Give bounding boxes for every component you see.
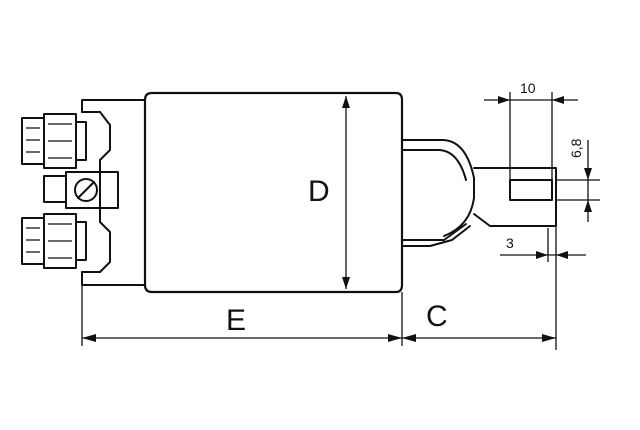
slot-width-dimension [484,96,578,104]
slot-height-label: 6,8 [568,138,584,158]
diameter-dimension [342,96,350,289]
lower-terminal-nut [21,213,87,269]
bottom-dimension-line [82,334,556,342]
upper-terminal-nut [21,113,87,169]
extension-lines [81,92,600,350]
solenoid-body [143,91,404,294]
terminal-block [81,99,146,286]
wall-dimension [500,251,586,259]
slot-width-label: 10 [520,80,536,96]
plunger [401,139,557,247]
small-terminal [43,171,119,209]
diameter-label: D [308,175,330,208]
wall-label: 3 [506,235,514,251]
plunger-length-label: C [426,300,448,333]
slot-height-dimension [584,140,592,222]
body-length-label: E [226,304,246,337]
